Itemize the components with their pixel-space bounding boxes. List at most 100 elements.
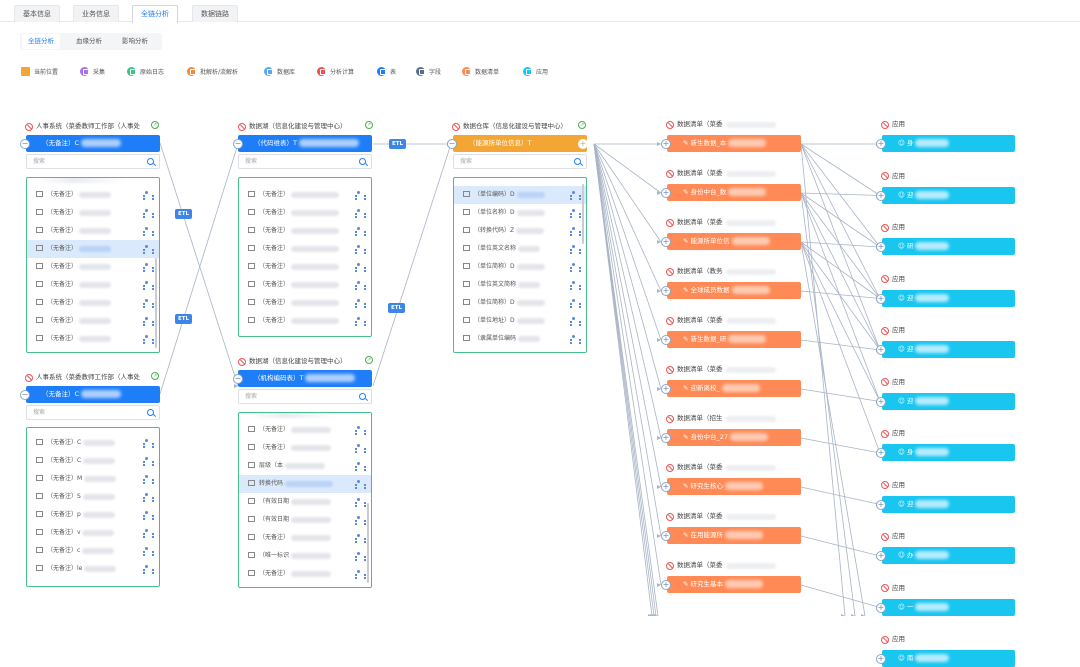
list-item[interactable]: （无备注） bbox=[239, 186, 371, 204]
expand-button[interactable]: + bbox=[876, 345, 886, 355]
tab-basic-info[interactable]: 基本信息 bbox=[14, 5, 60, 22]
lineage-icon[interactable] bbox=[355, 480, 366, 487]
lineage-icon[interactable] bbox=[143, 457, 154, 464]
lineage-icon[interactable] bbox=[355, 317, 366, 324]
open-link-icon[interactable]: ↗ bbox=[151, 372, 159, 380]
data-list-bar[interactable]: ✎ 新生数据_研 bbox=[667, 331, 801, 348]
list-item[interactable]: （无备注） bbox=[27, 258, 159, 276]
data-list-bar[interactable]: ✎ 新生数据_本 bbox=[667, 135, 801, 152]
data-list-bar[interactable]: ✎ 在用能源所 bbox=[667, 527, 801, 544]
lineage-icon[interactable] bbox=[143, 317, 154, 324]
expand-button[interactable]: + bbox=[661, 384, 671, 394]
search-input[interactable]: 搜索 bbox=[238, 389, 372, 404]
expand-button[interactable]: + bbox=[876, 139, 886, 149]
current-table-node-bar[interactable]: （能源所单位信息）T bbox=[453, 135, 587, 152]
collapse-button[interactable]: − bbox=[20, 390, 30, 400]
tab-full-chain-analysis[interactable]: 全链分析 bbox=[132, 5, 178, 23]
lineage-icon[interactable] bbox=[355, 209, 366, 216]
list-item[interactable]: （无备注） bbox=[27, 222, 159, 240]
expand-button[interactable]: + bbox=[661, 237, 671, 247]
list-item[interactable]: （转换代码）Z bbox=[454, 222, 586, 240]
list-item[interactable]: （无备注） bbox=[239, 222, 371, 240]
list-item[interactable]: （无备注） bbox=[27, 312, 159, 330]
lineage-icon[interactable] bbox=[355, 191, 366, 198]
lineage-icon[interactable] bbox=[143, 209, 154, 216]
list-item[interactable]: （无备注）le bbox=[27, 560, 159, 578]
expand-button[interactable]: + bbox=[661, 188, 671, 198]
search-input[interactable]: 搜索 bbox=[26, 405, 160, 420]
expand-button[interactable]: + bbox=[661, 580, 671, 590]
lineage-icon[interactable] bbox=[143, 547, 154, 554]
lineage-icon[interactable] bbox=[355, 462, 366, 469]
lineage-icon[interactable] bbox=[570, 335, 581, 342]
lineage-icon[interactable] bbox=[355, 245, 366, 252]
list-item[interactable]: （无备注） bbox=[27, 330, 159, 348]
expand-button[interactable]: + bbox=[876, 654, 886, 664]
table-node-bar[interactable]: （无备注）C bbox=[26, 386, 160, 403]
lineage-icon[interactable] bbox=[143, 493, 154, 500]
app-bar[interactable]: ☺ 一 bbox=[882, 598, 1015, 616]
lineage-icon[interactable] bbox=[143, 281, 154, 288]
list-item[interactable]: （单位简称）D bbox=[454, 294, 586, 312]
list-item[interactable]: （无备注） bbox=[27, 204, 159, 222]
lineage-icon[interactable] bbox=[143, 299, 154, 306]
expand-button[interactable]: + bbox=[876, 293, 886, 304]
open-link-icon[interactable]: ↗ bbox=[151, 121, 159, 129]
lineage-icon[interactable] bbox=[355, 570, 366, 577]
list-item[interactable]: （无备注） bbox=[27, 294, 159, 312]
list-item[interactable]: （唯一标识 bbox=[239, 547, 371, 565]
lineage-icon[interactable] bbox=[143, 475, 154, 482]
list-item[interactable]: （无备注）C bbox=[27, 452, 159, 470]
lineage-icon[interactable] bbox=[143, 529, 154, 536]
app-bar[interactable]: ☺ 南 bbox=[882, 650, 1015, 667]
data-list-bar[interactable]: ✎ 研究生核心 bbox=[667, 478, 801, 495]
collapse-button[interactable]: − bbox=[447, 139, 457, 149]
expand-button[interactable]: + bbox=[661, 531, 671, 541]
lineage-icon[interactable] bbox=[143, 227, 154, 234]
list-item[interactable]: （无备注）C bbox=[27, 434, 159, 452]
app-bar[interactable]: ☺ 迎 bbox=[882, 392, 1015, 410]
open-link-icon[interactable]: ↗ bbox=[365, 121, 373, 129]
expand-button[interactable]: + bbox=[661, 482, 671, 492]
lineage-icon[interactable] bbox=[570, 299, 581, 306]
expand-button[interactable]: + bbox=[661, 335, 671, 345]
data-list-bar[interactable]: ✎ 研究生基本 bbox=[667, 576, 801, 593]
list-item[interactable]: （无备注） bbox=[27, 186, 159, 204]
list-item[interactable]: （单位英文名称 bbox=[454, 240, 586, 258]
list-item[interactable]: 层级（本 bbox=[239, 457, 371, 475]
list-item[interactable]: （单位简称）D bbox=[454, 258, 586, 276]
list-item[interactable]: （无备注）c bbox=[27, 542, 159, 560]
list-item[interactable]: （有效日期 bbox=[239, 511, 371, 529]
table-node-bar[interactable]: （机构编码表）T bbox=[238, 370, 372, 387]
lineage-icon[interactable] bbox=[143, 439, 154, 446]
expand-button[interactable]: + bbox=[876, 499, 886, 510]
lineage-icon[interactable] bbox=[355, 227, 366, 234]
tab-business-info[interactable]: 业务信息 bbox=[73, 5, 119, 22]
list-item[interactable]: （无备注） bbox=[239, 421, 371, 439]
data-list-bar[interactable]: ✎ 能源所单位信 bbox=[667, 233, 801, 250]
list-item[interactable]: （无备注） bbox=[239, 294, 371, 312]
list-item[interactable]: （单位地址）D bbox=[454, 312, 586, 330]
lineage-icon[interactable] bbox=[570, 317, 581, 324]
lineage-icon[interactable] bbox=[355, 498, 366, 505]
lineage-icon[interactable] bbox=[355, 516, 366, 523]
list-item[interactable]: （无备注） bbox=[239, 240, 371, 258]
expand-button[interactable]: + bbox=[876, 602, 886, 613]
expand-button[interactable]: + bbox=[661, 286, 671, 296]
app-bar[interactable]: ☺ 迎 bbox=[882, 341, 1015, 358]
lineage-icon[interactable] bbox=[355, 444, 366, 451]
open-link-icon[interactable]: ↗ bbox=[578, 121, 586, 129]
lineage-icon[interactable] bbox=[570, 263, 581, 270]
list-item[interactable]: （无备注）v bbox=[27, 524, 159, 542]
data-list-bar[interactable]: ✎ 全球成员数据 bbox=[667, 282, 801, 299]
scrollbar[interactable] bbox=[155, 258, 157, 348]
expand-button[interactable]: + bbox=[661, 139, 671, 149]
list-item[interactable]: （无备注）S bbox=[27, 488, 159, 506]
scrollbar[interactable] bbox=[367, 503, 369, 583]
collapse-button[interactable]: − bbox=[233, 139, 243, 149]
search-input[interactable]: 搜索 bbox=[26, 154, 160, 169]
list-item[interactable]: （单位编码）D bbox=[454, 186, 586, 204]
collapse-button[interactable]: − bbox=[20, 139, 30, 149]
tab-data-link[interactable]: 数据链路 bbox=[192, 5, 238, 22]
list-item[interactable]: （单位英文简称 bbox=[454, 276, 586, 294]
